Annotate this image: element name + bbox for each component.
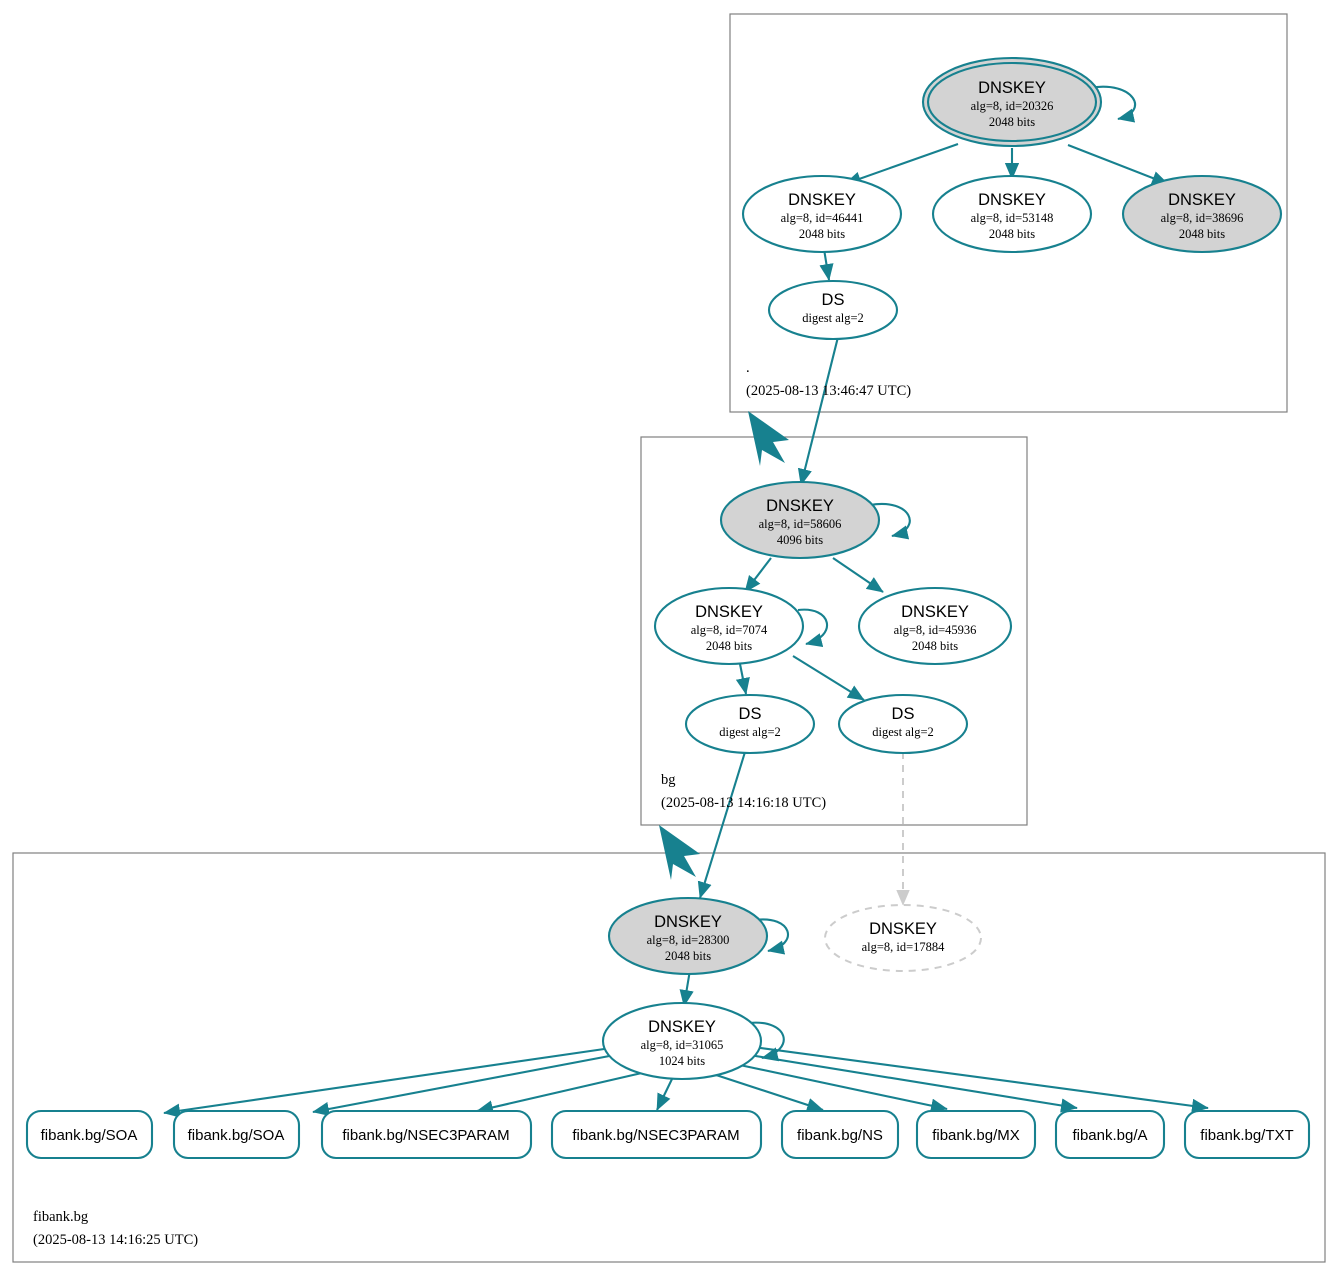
- zone-timestamp-bg: (2025-08-13 14:16:18 UTC): [661, 795, 826, 811]
- rrset-fibank-bg-a[interactable]: fibank.bg/A: [1054, 1109, 1166, 1160]
- zone-timestamp-root: (2025-08-13 13:46:47 UTC): [746, 383, 911, 399]
- rrset-fibank-bg-nsec3param-1[interactable]: fibank.bg/NSEC3PARAM: [320, 1109, 533, 1160]
- rrset-label: fibank.bg/NSEC3PARAM: [342, 1127, 509, 1144]
- node-bg-ds-2[interactable]: DS digest alg=2: [837, 693, 969, 755]
- node-line2: alg=8, id=28300: [647, 933, 730, 947]
- rrset-fibank-bg-txt[interactable]: fibank.bg/TXT: [1183, 1109, 1311, 1160]
- rrset-fibank-bg-nsec3param-2[interactable]: fibank.bg/NSEC3PARAM: [550, 1109, 763, 1160]
- node-line2: alg=8, id=46441: [781, 211, 864, 225]
- edge-31065-to-rr-soa-1: [163, 1045, 619, 1118]
- edge-bg-ksk-to-7074: [744, 557, 772, 593]
- node-line2: digest alg=2: [719, 725, 781, 739]
- node-line3: 2048 bits: [989, 227, 1035, 241]
- node-fibank-dnskey-17884-insecure[interactable]: DNSKEY alg=8, id=17884: [824, 904, 982, 972]
- node-root-dnskey-46441[interactable]: DNSKEY alg=8, id=46441 2048 bits: [741, 174, 903, 254]
- node-fibank-dnskey-31065[interactable]: DNSKEY alg=8, id=31065 1024 bits: [601, 1001, 763, 1081]
- edge-bg-7074-to-ds2: [792, 655, 865, 701]
- node-root-ds-for-bg[interactable]: DS digest alg=2: [767, 279, 899, 341]
- edge-root-ksk-to-46441: [844, 143, 959, 186]
- node-title: DS: [892, 705, 915, 723]
- rrset-fibank-bg-mx[interactable]: fibank.bg/MX: [915, 1109, 1037, 1160]
- rrset-label: fibank.bg/SOA: [41, 1127, 138, 1144]
- zone-label-fibank: fibank.bg: [33, 1209, 88, 1225]
- rrset-fibank-bg-soa-1[interactable]: fibank.bg/SOA: [25, 1109, 154, 1160]
- rrset-label: fibank.bg/SOA: [188, 1127, 285, 1144]
- zone-box-root: [729, 13, 1288, 413]
- node-bg-dnskey-7074[interactable]: DNSKEY alg=8, id=7074 2048 bits: [653, 586, 805, 666]
- node-root-dnskey-38696[interactable]: DNSKEY alg=8, id=38696 2048 bits: [1121, 174, 1283, 254]
- zone-box-bg: [640, 436, 1028, 826]
- edge-bg-ksk-to-45936: [832, 557, 884, 593]
- node-line3: 2048 bits: [912, 639, 958, 653]
- node-line3: 2048 bits: [799, 227, 845, 241]
- edge-root-46441-to-ds: [819, 248, 834, 281]
- edge-root-ksk-self: [1088, 85, 1137, 123]
- node-bg-ds-1[interactable]: DS digest alg=2: [684, 693, 816, 755]
- node-title: DNSKEY: [978, 191, 1046, 209]
- zone-label-bg: bg: [661, 772, 676, 788]
- node-line3: 2048 bits: [989, 115, 1035, 129]
- edge-root-ksk-to-38696: [1067, 144, 1169, 185]
- edge-31065-to-rr-nsec3param-1: [476, 1070, 647, 1115]
- node-fibank-dnskey-28300[interactable]: DNSKEY alg=8, id=28300 2048 bits: [607, 896, 769, 976]
- node-line3: 2048 bits: [1179, 227, 1225, 241]
- node-title: DS: [822, 291, 845, 309]
- edge-31065-to-rr-soa-2: [312, 1052, 621, 1117]
- rrset-label: fibank.bg/NS: [797, 1127, 883, 1144]
- node-line2: alg=8, id=7074: [691, 623, 768, 637]
- edge-31065-to-rr-mx: [734, 1062, 948, 1113]
- edge-bg-7074-self: [797, 608, 828, 648]
- edge-fibank-28300-self: [754, 918, 789, 955]
- node-line3: 4096 bits: [777, 533, 823, 547]
- node-line3: 2048 bits: [665, 949, 711, 963]
- node-line2: digest alg=2: [802, 311, 864, 325]
- node-line2: alg=8, id=45936: [894, 623, 977, 637]
- node-line2: alg=8, id=31065: [641, 1038, 724, 1052]
- node-bg-dnskey-45936[interactable]: DNSKEY alg=8, id=45936 2048 bits: [857, 586, 1013, 666]
- node-bg-dnskey-58606[interactable]: DNSKEY alg=8, id=58606 4096 bits: [719, 480, 881, 560]
- node-title: DNSKEY: [654, 913, 722, 931]
- rrset-label: fibank.bg/NSEC3PARAM: [572, 1127, 739, 1144]
- node-line2: alg=8, id=58606: [759, 517, 842, 531]
- delegation-arrow-bg-to-fibank: [659, 825, 700, 880]
- rrset-label: fibank.bg/MX: [932, 1127, 1020, 1144]
- delegation-arrow-root-to-bg: [748, 411, 789, 466]
- node-line3: 1024 bits: [659, 1054, 705, 1068]
- node-title: DNSKEY: [869, 920, 937, 938]
- node-line2: alg=8, id=53148: [971, 211, 1054, 225]
- edge-bg-7074-to-ds1: [735, 658, 750, 695]
- node-title: DNSKEY: [648, 1018, 716, 1036]
- edge-31065-to-rr-nsec3param-2: [656, 1078, 673, 1111]
- rrset-fibank-bg-ns[interactable]: fibank.bg/NS: [780, 1109, 900, 1160]
- zone-label-root: .: [746, 360, 750, 376]
- node-line3: 2048 bits: [706, 639, 752, 653]
- edge-fibank-31065-self: [748, 1021, 785, 1062]
- node-title: DNSKEY: [788, 191, 856, 209]
- node-title: DNSKEY: [695, 603, 763, 621]
- node-line2: alg=8, id=38696: [1161, 211, 1244, 225]
- edge-31065-to-rr-txt: [745, 1044, 1209, 1113]
- node-line2: alg=8, id=20326: [971, 99, 1054, 113]
- edge-bg-ksk-self: [869, 502, 911, 540]
- edge-31065-to-rr-a: [742, 1052, 1078, 1113]
- node-title: DNSKEY: [766, 497, 834, 515]
- edge-bg-ds1-to-fibank-ksk: [697, 751, 747, 899]
- node-root-dnskey-53148[interactable]: DNSKEY alg=8, id=53148 2048 bits: [931, 174, 1093, 254]
- edge-fibank-28300-to-31065: [679, 969, 694, 1007]
- rrset-fibank-bg-soa-2[interactable]: fibank.bg/SOA: [172, 1109, 301, 1160]
- zone-timestamp-fibank: (2025-08-13 14:16:25 UTC): [33, 1232, 198, 1248]
- rrset-label: fibank.bg/A: [1072, 1127, 1147, 1144]
- node-root-ksk-20326[interactable]: DNSKEY alg=8, id=20326 2048 bits: [921, 56, 1103, 148]
- node-title: DS: [739, 705, 762, 723]
- edge-root-ds-to-bg-ksk: [797, 336, 840, 486]
- rrset-label: fibank.bg/TXT: [1200, 1127, 1293, 1144]
- node-line2: alg=8, id=17884: [862, 940, 946, 954]
- node-title: DNSKEY: [901, 603, 969, 621]
- edge-31065-to-rr-ns: [712, 1073, 824, 1112]
- node-line2: digest alg=2: [872, 725, 934, 739]
- node-title: DNSKEY: [978, 79, 1046, 97]
- node-title: DNSKEY: [1168, 191, 1236, 209]
